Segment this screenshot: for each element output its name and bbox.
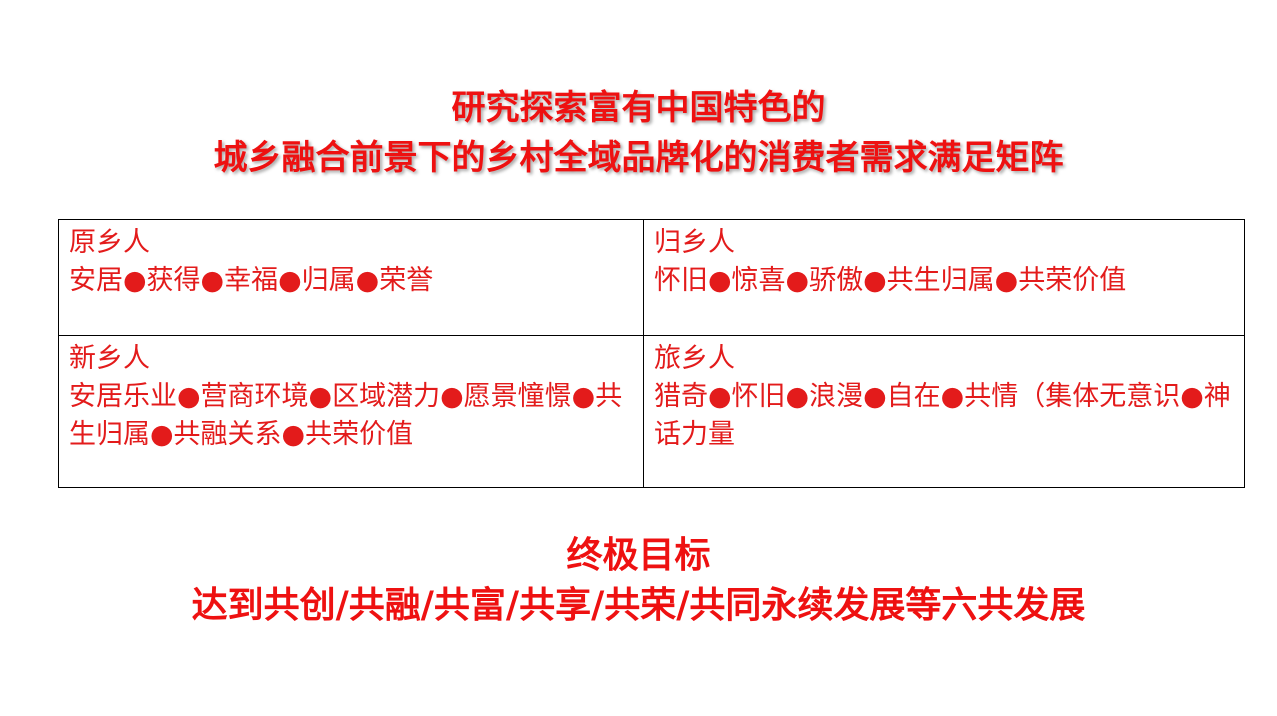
- cell-body: 怀旧●惊喜●骄傲●共生归属●共荣价值: [654, 265, 1127, 296]
- matrix-cell-original-residents: 原乡人 安居●获得●幸福●归属●荣誉: [59, 220, 644, 336]
- goal-heading: 终极目标: [566, 534, 711, 576]
- matrix-cell-new-residents: 新乡人 安居乐业●营商环境●区域潜力●愿景憧憬●共生归属●共融关系●共荣价值: [59, 336, 644, 487]
- goal-text: 达到共创/共融/共富/共享/共荣/共同永续发展等六共发展: [191, 584, 1086, 626]
- cell-heading: 新乡人: [69, 343, 150, 374]
- consumer-needs-matrix: 原乡人 安居●获得●幸福●归属●荣誉 归乡人 怀旧●惊喜●骄傲●共生归属●共荣价…: [58, 219, 1245, 488]
- cell-heading: 旅乡人: [654, 343, 735, 374]
- matrix-cell-returning-residents: 归乡人 怀旧●惊喜●骄傲●共生归属●共荣价值: [644, 220, 1244, 336]
- cell-heading: 原乡人: [69, 227, 150, 258]
- cell-body: 安居乐业●营商环境●区域潜力●愿景憧憬●共生归属●共融关系●共荣价值: [69, 381, 623, 450]
- matrix-cell-tourists: 旅乡人 猎奇●怀旧●浪漫●自在●共情（集体无意识●神话力量: [644, 336, 1244, 487]
- cell-heading: 归乡人: [654, 227, 735, 258]
- cell-body: 猎奇●怀旧●浪漫●自在●共情（集体无意识●神话力量: [654, 381, 1231, 450]
- cell-body: 安居●获得●幸福●归属●荣誉: [69, 265, 434, 296]
- title-line-2: 城乡融合前景下的乡村全域品牌化的消费者需求满足矩阵: [213, 138, 1064, 178]
- title-line-1: 研究探索富有中国特色的: [451, 88, 826, 128]
